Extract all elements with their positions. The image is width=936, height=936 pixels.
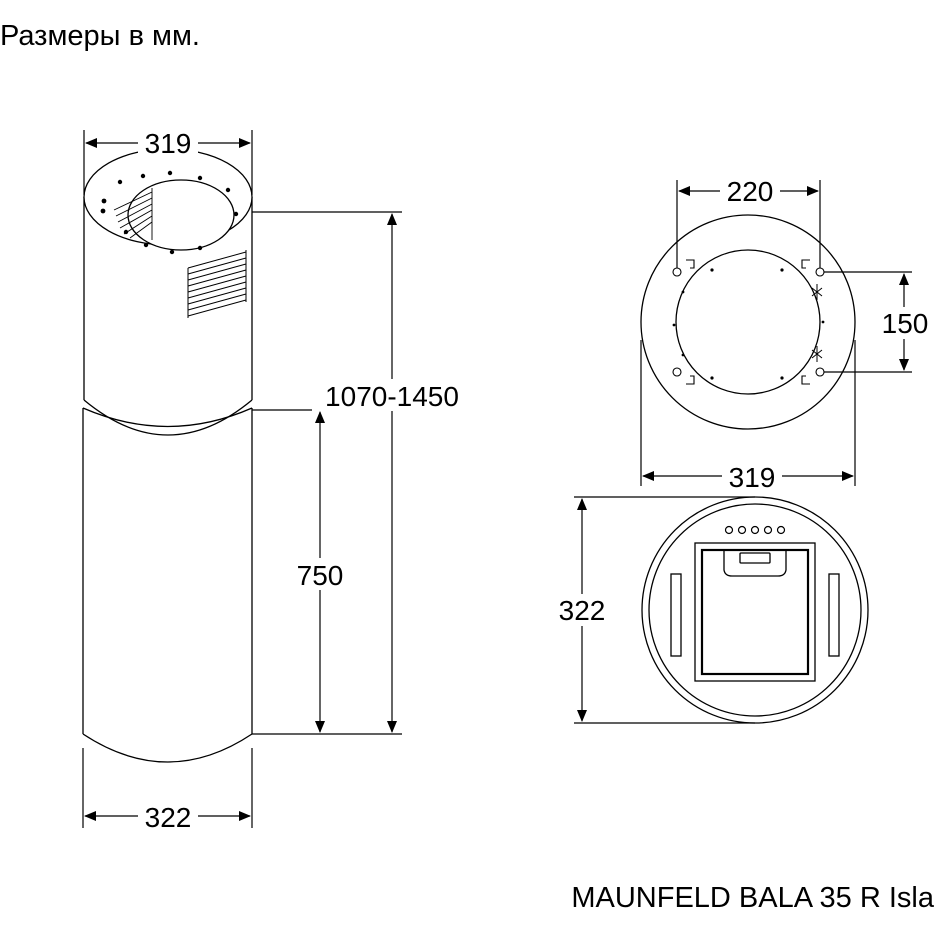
dim-hole-height: 150	[882, 308, 929, 339]
model-name: MAUNFELD BALA 35 R Isla	[571, 882, 934, 914]
side-view	[82, 148, 253, 763]
top-view	[640, 214, 856, 430]
bottom-outer	[641, 496, 869, 724]
top-plate-outer	[640, 214, 856, 430]
side-view-labels: 319 1070-1450 750 322	[138, 127, 472, 833]
bottom-view-labels: 322	[552, 594, 612, 626]
top-plate-opening	[675, 249, 821, 395]
top-ring-holes	[100, 170, 239, 255]
dim-total-height: 1070-1450	[325, 381, 459, 412]
mounting-hole	[672, 267, 682, 277]
filter-handle	[739, 552, 771, 564]
led-light-left	[670, 573, 682, 657]
control-button	[763, 525, 773, 535]
upper-chimney	[83, 148, 253, 436]
dim-lower-height: 750	[297, 560, 344, 591]
top-view-labels: 220 150 319	[720, 176, 934, 493]
control-button	[750, 525, 760, 535]
cable-entries	[811, 284, 823, 362]
mounting-hole	[815, 267, 825, 277]
led-light-right	[828, 573, 840, 657]
mounting-brackets	[686, 259, 810, 385]
bottom-view	[641, 496, 869, 724]
dim-top-width: 319	[145, 128, 192, 159]
side-vent	[187, 250, 247, 318]
control-button	[724, 525, 734, 535]
mounting-holes	[672, 267, 825, 377]
page-title: Размеры в мм.	[0, 20, 200, 52]
top-view-dimensions	[640, 180, 912, 486]
mounting-hole	[672, 367, 682, 377]
mounting-hole	[815, 367, 825, 377]
control-button	[737, 525, 747, 535]
lower-body	[82, 407, 253, 763]
control-buttons	[724, 525, 786, 535]
dim-outer-diameter: 319	[729, 462, 776, 493]
dim-hole-width: 220	[727, 176, 774, 207]
grease-filter	[694, 542, 816, 682]
plate-screws	[672, 268, 825, 380]
side-view-dimensions	[82, 130, 402, 828]
dim-bottom-width: 322	[145, 802, 192, 833]
bottom-inner-rim	[648, 503, 862, 717]
dim-bottom-diameter: 322	[559, 595, 606, 626]
control-button	[776, 525, 786, 535]
fan-grille	[113, 188, 153, 240]
